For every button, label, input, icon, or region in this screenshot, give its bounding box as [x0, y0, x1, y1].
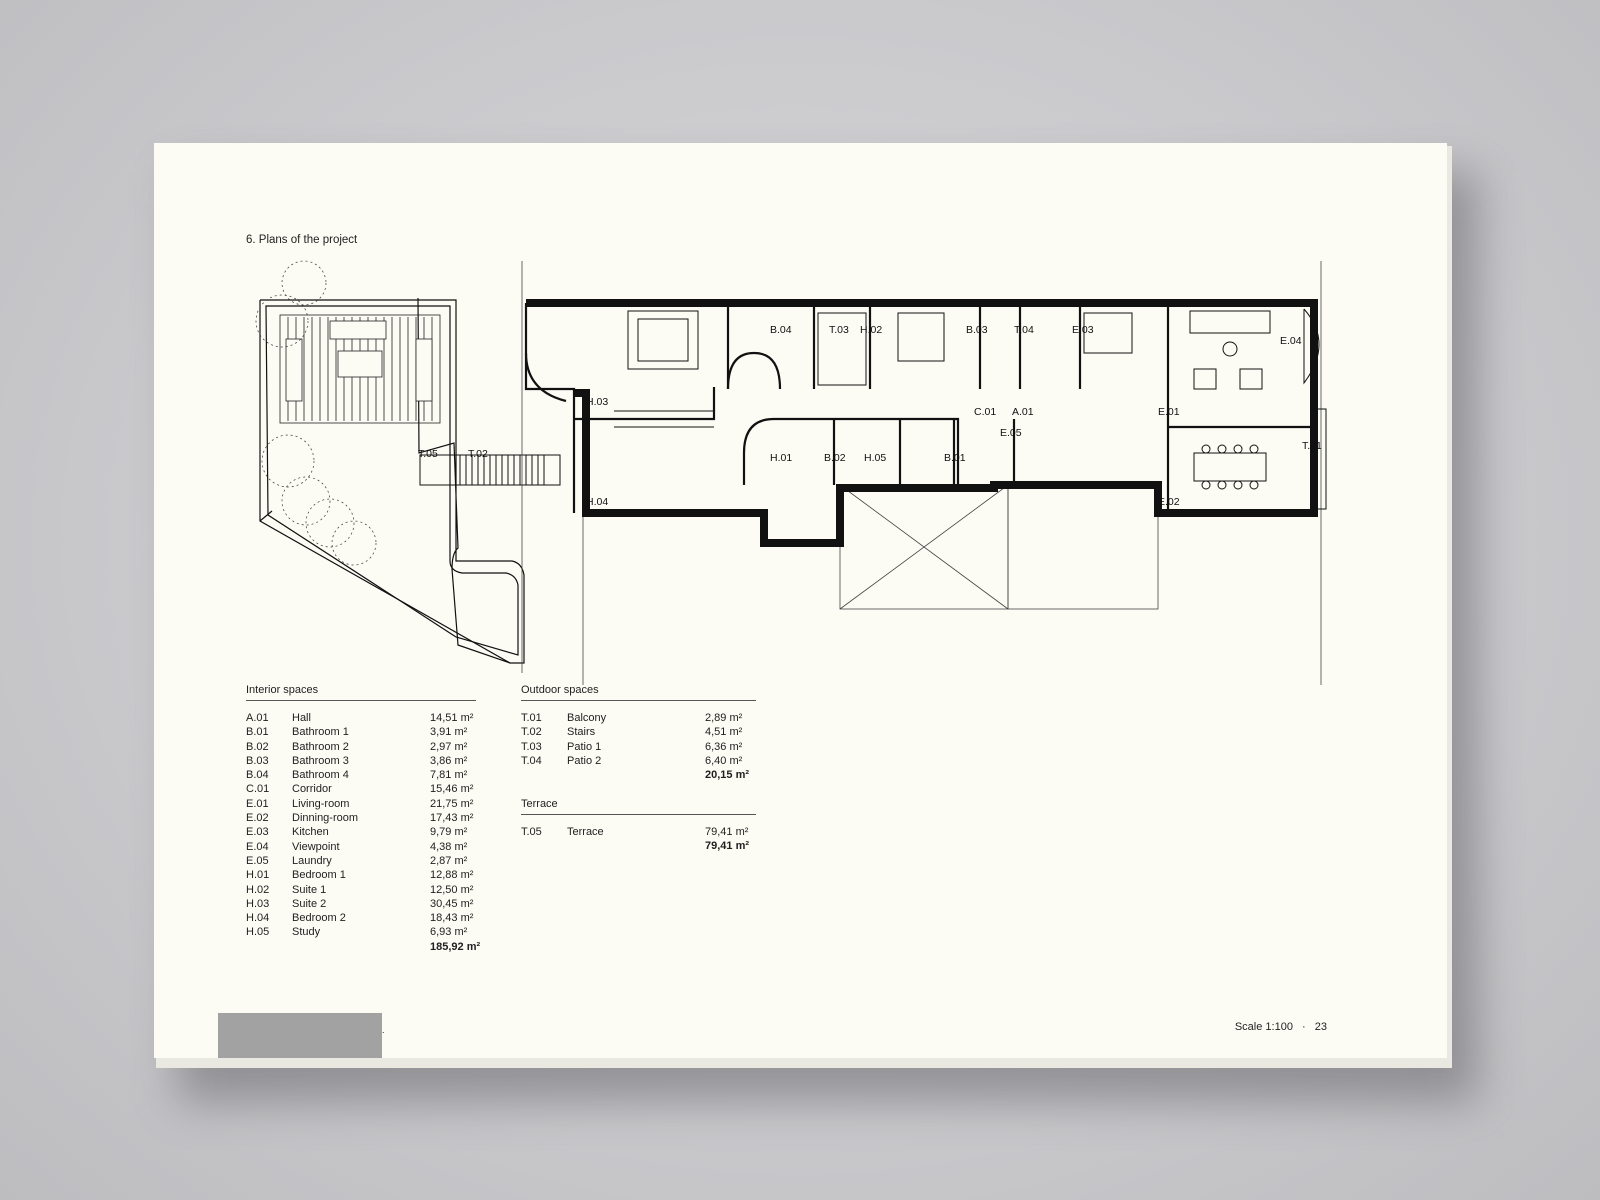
terrace-title: Terrace	[521, 798, 558, 810]
label-h05: H.05	[864, 452, 886, 464]
label-e01: E.01	[1158, 406, 1180, 418]
tree-canopies	[255, 260, 377, 566]
label-h04: H.04	[586, 496, 608, 508]
label-t01: T.01	[1302, 440, 1322, 452]
label-h02: H.02	[860, 324, 882, 336]
label-b02: B.02	[824, 452, 846, 464]
label-a01: A.01	[1012, 406, 1034, 418]
interior-walls	[524, 303, 1312, 513]
label-t05: T.05	[418, 448, 438, 460]
label-e03: E.03	[1072, 324, 1094, 336]
footer-separator: ·	[1302, 1021, 1306, 1033]
interior-title: Interior spaces	[246, 684, 319, 696]
label-t02: T.02	[468, 448, 488, 460]
label-b04: B.04	[770, 324, 792, 336]
room-labels: B.04 T.03 H.02 B.03 T.04 E.03 E.04 H.03 …	[418, 324, 1322, 508]
stairs	[419, 454, 561, 486]
interior-total: 185,92 m²	[430, 940, 481, 953]
terrace-rule	[521, 814, 756, 815]
label-e02: E.02	[1158, 496, 1180, 508]
label-e05: E.05	[1000, 427, 1022, 439]
label-t04: T.04	[1014, 324, 1034, 336]
terrace-total: 79,41 m²	[705, 840, 750, 853]
label-b03: B.03	[966, 324, 988, 336]
terrace-area	[259, 297, 525, 664]
label-t03: T.03	[829, 324, 849, 336]
exterior-walls	[526, 299, 1318, 547]
outdoor-total: 20,15 m²	[705, 769, 750, 782]
section-title: 6. Plans of the project	[246, 234, 358, 246]
outdoor-title: Outdoor spaces	[521, 684, 599, 696]
page-footer: Scale 1:100 · 23	[1235, 1021, 1327, 1033]
tiny-mark: .	[382, 1025, 385, 1035]
deck-slats	[279, 314, 441, 424]
document-page: 6. Plans of the project	[154, 143, 1447, 1058]
grey-tab	[218, 1013, 382, 1058]
site-lines	[521, 261, 1322, 685]
scale-label: Scale 1:100	[1234, 1021, 1293, 1033]
label-h03: H.03	[586, 396, 608, 408]
label-b01: B.01	[944, 452, 966, 464]
furniture	[614, 308, 1327, 510]
floor-plan: B.04 T.03 H.02 B.03 T.04 E.03 E.04 H.03 …	[255, 260, 1327, 685]
outdoor-rule	[521, 700, 756, 701]
interior-rule	[246, 700, 476, 701]
page-number: 23	[1314, 1021, 1327, 1033]
label-c01: C.01	[974, 406, 996, 418]
label-e04: E.04	[1280, 335, 1302, 347]
label-h01: H.01	[770, 452, 792, 464]
